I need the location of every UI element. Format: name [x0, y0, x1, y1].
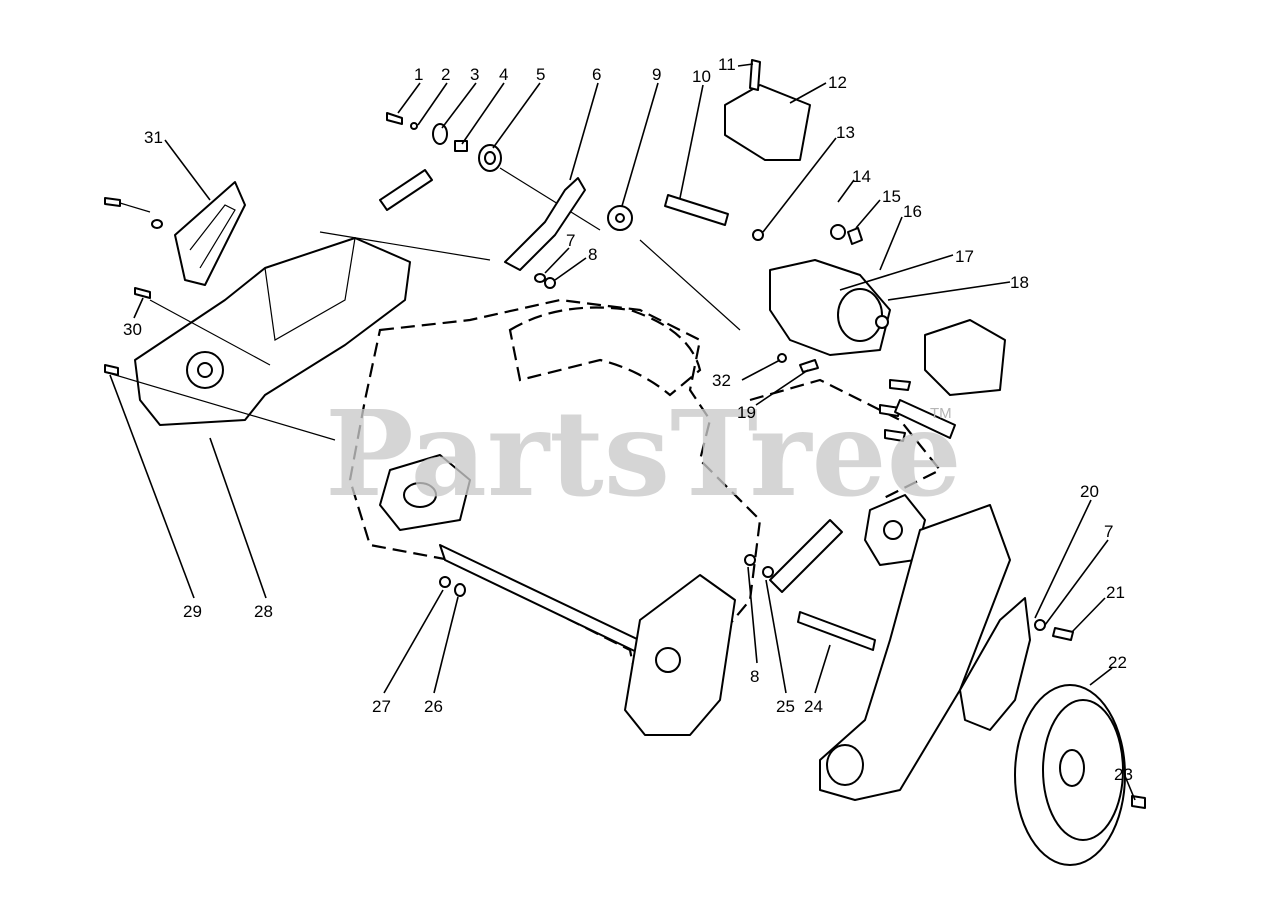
callout-3: 3: [470, 65, 479, 84]
callout-31: 31: [144, 128, 163, 147]
shaft: [664, 194, 729, 226]
upper-bracket: [174, 181, 246, 286]
callout-26: 26: [424, 697, 443, 716]
callout-20: 20: [1080, 482, 1099, 501]
auger-housing: [348, 298, 762, 702]
callout-6: 6: [592, 65, 601, 84]
callout-16: 16: [903, 202, 922, 221]
callout-28: 28: [254, 602, 273, 621]
callout-8a: 8: [588, 245, 597, 264]
callout-11: 11: [718, 55, 736, 74]
control-housing: [724, 84, 811, 161]
callout-labels: 1 2 3 4 5 6 7 8 9 10 11 12 13 14 15 16 1…: [123, 55, 1133, 784]
impeller-shaft: [379, 169, 433, 211]
callout-17: 17: [955, 247, 974, 266]
idler-arm: [504, 177, 586, 271]
watermark-trademark: TM: [930, 405, 952, 422]
callout-27: 27: [372, 697, 391, 716]
callout-15: 15: [882, 187, 901, 206]
callout-4: 4: [499, 65, 508, 84]
callout-32: 32: [712, 371, 731, 390]
watermark-text: PartsTree: [325, 384, 962, 523]
right-side-plate: [819, 504, 1011, 801]
callout-18: 18: [1010, 273, 1029, 292]
callout-5: 5: [536, 65, 545, 84]
callout-7a: 7: [566, 231, 575, 250]
callout-9: 9: [652, 65, 661, 84]
callout-1: 1: [414, 65, 423, 84]
callout-14: 14: [852, 167, 871, 186]
axle: [797, 611, 876, 651]
leader-lines: [109, 63, 1136, 801]
callout-8b: 8: [750, 667, 759, 686]
callout-10: 10: [692, 67, 711, 86]
callout-13: 13: [836, 123, 855, 142]
discharge-chute: [508, 306, 702, 397]
callout-21: 21: [1106, 583, 1125, 602]
part-drawings: [104, 59, 1146, 866]
wheel-bracket: [959, 597, 1031, 731]
watermark: PartsTree TM: [325, 384, 962, 523]
callout-30: 30: [123, 320, 142, 339]
callout-22: 22: [1108, 653, 1127, 672]
callout-25: 25: [776, 697, 795, 716]
callout-7b: 7: [1104, 522, 1113, 541]
callout-19: 19: [737, 403, 756, 422]
callout-24: 24: [804, 697, 823, 716]
callout-12: 12: [828, 73, 847, 92]
callout-2: 2: [441, 65, 450, 84]
callout-23: 23: [1114, 765, 1133, 784]
callout-29: 29: [183, 602, 202, 621]
